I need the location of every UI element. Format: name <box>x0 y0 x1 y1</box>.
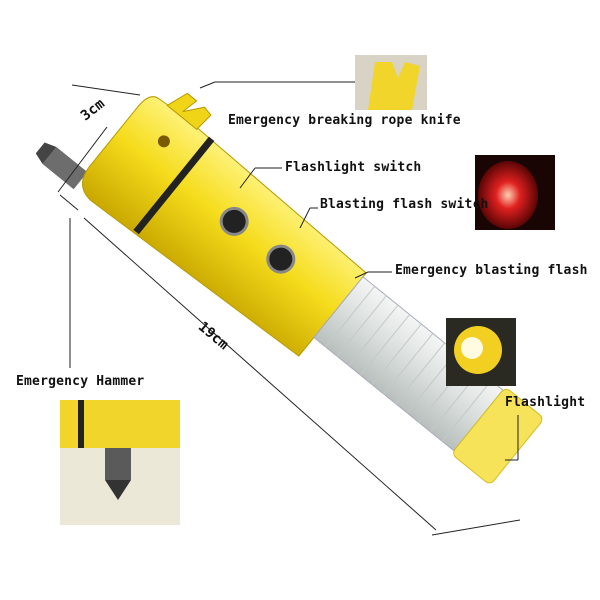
flashlight-switch-button <box>219 206 249 236</box>
inset-hammer <box>60 400 180 525</box>
flashlight-head <box>453 388 543 484</box>
hammer-label: Emergency Hammer <box>16 374 145 389</box>
blasting-switch-button <box>266 244 296 274</box>
lanyard-hole <box>157 135 170 148</box>
rope-knife-label: Emergency breaking rope knife <box>228 113 461 128</box>
black-ring <box>133 136 215 235</box>
inset-red-flash <box>475 155 555 230</box>
rope-knife-hook <box>166 92 212 131</box>
blasting-flash-label: Emergency blasting flash <box>395 263 588 278</box>
inset-flashlight <box>446 318 516 386</box>
hammer-tip <box>42 146 88 190</box>
inset-rope-knife <box>355 55 427 110</box>
flashlight-switch-label: Flashlight switch <box>285 160 422 175</box>
callout-lines <box>57 81 521 536</box>
blasting-switch-label: Blasting flash switch <box>320 197 489 212</box>
flashlight-label: Flashlight <box>505 395 586 410</box>
hammer-point <box>35 142 57 165</box>
flashlight-device <box>35 92 543 484</box>
